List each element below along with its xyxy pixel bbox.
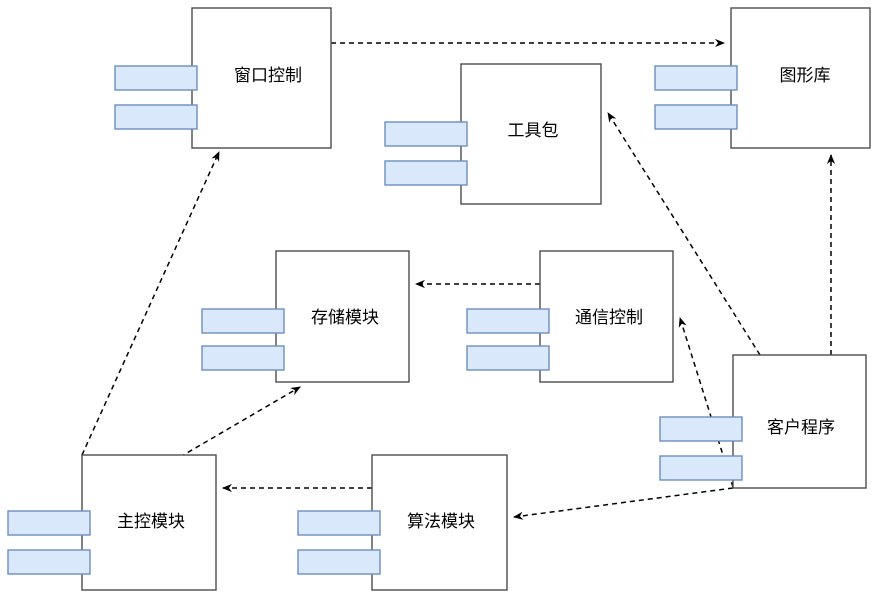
component-tab-graphics-library-2 <box>654 104 738 130</box>
component-label-toolkit: 工具包 <box>508 121 559 141</box>
component-tab-toolkit-2 <box>384 160 468 186</box>
component-label-storage-module: 存储模块 <box>311 308 379 328</box>
component-label-client-program: 客户程序 <box>767 418 835 438</box>
component-tab-communication-control-1 <box>466 308 550 334</box>
component-body-toolkit[interactable] <box>460 63 602 205</box>
component-body-window-control[interactable] <box>191 7 332 149</box>
component-client-program[interactable]: 客户程序 <box>659 354 867 489</box>
component-tab-client-program-1 <box>659 416 743 442</box>
dependency-main-control-to-storage-module[interactable] <box>179 386 301 458</box>
component-body-storage-module[interactable] <box>275 250 410 383</box>
component-tab-graphics-library-1 <box>654 65 738 91</box>
component-main-control-module[interactable]: 主控模块 <box>7 454 217 591</box>
component-tab-storage-module-1 <box>201 308 285 334</box>
component-tab-algorithm-module-1 <box>297 510 381 536</box>
component-tab-communication-control-2 <box>466 345 550 371</box>
dependency-client-program-to-algorithm-module[interactable] <box>513 487 734 520</box>
component-tab-main-control-module-1 <box>7 510 91 536</box>
component-label-algorithm-module: 算法模块 <box>407 512 475 532</box>
component-tab-toolkit-1 <box>384 121 468 147</box>
connections-layer <box>81 38 836 520</box>
component-communication-control[interactable]: 通信控制 <box>466 250 674 383</box>
component-body-main-control-module[interactable] <box>81 454 217 591</box>
component-graphics-library[interactable]: 图形库 <box>654 7 871 149</box>
dependency-main-control-to-window-control[interactable] <box>81 151 220 456</box>
component-tab-window-control-1 <box>114 65 198 91</box>
dependency-client-program-to-toolkit[interactable] <box>607 112 761 356</box>
component-label-graphics-library: 图形库 <box>780 66 831 86</box>
component-body-client-program[interactable] <box>732 354 867 489</box>
component-storage-module[interactable]: 存储模块 <box>201 250 410 383</box>
component-tab-client-program-2 <box>659 455 743 481</box>
component-body-communication-control[interactable] <box>539 250 674 383</box>
component-label-main-control-module: 主控模块 <box>117 512 185 532</box>
component-tab-window-control-2 <box>114 104 198 130</box>
component-algorithm-module[interactable]: 算法模块 <box>297 454 508 591</box>
component-window-control[interactable]: 窗口控制 <box>114 7 332 149</box>
component-tab-algorithm-module-2 <box>297 549 381 575</box>
component-toolkit[interactable]: 工具包 <box>384 63 602 205</box>
component-label-window-control: 窗口控制 <box>234 66 302 86</box>
component-tab-main-control-module-2 <box>7 549 91 575</box>
component-tab-storage-module-2 <box>201 345 285 371</box>
component-body-graphics-library[interactable] <box>730 7 871 149</box>
component-label-communication-control: 通信控制 <box>575 308 643 328</box>
